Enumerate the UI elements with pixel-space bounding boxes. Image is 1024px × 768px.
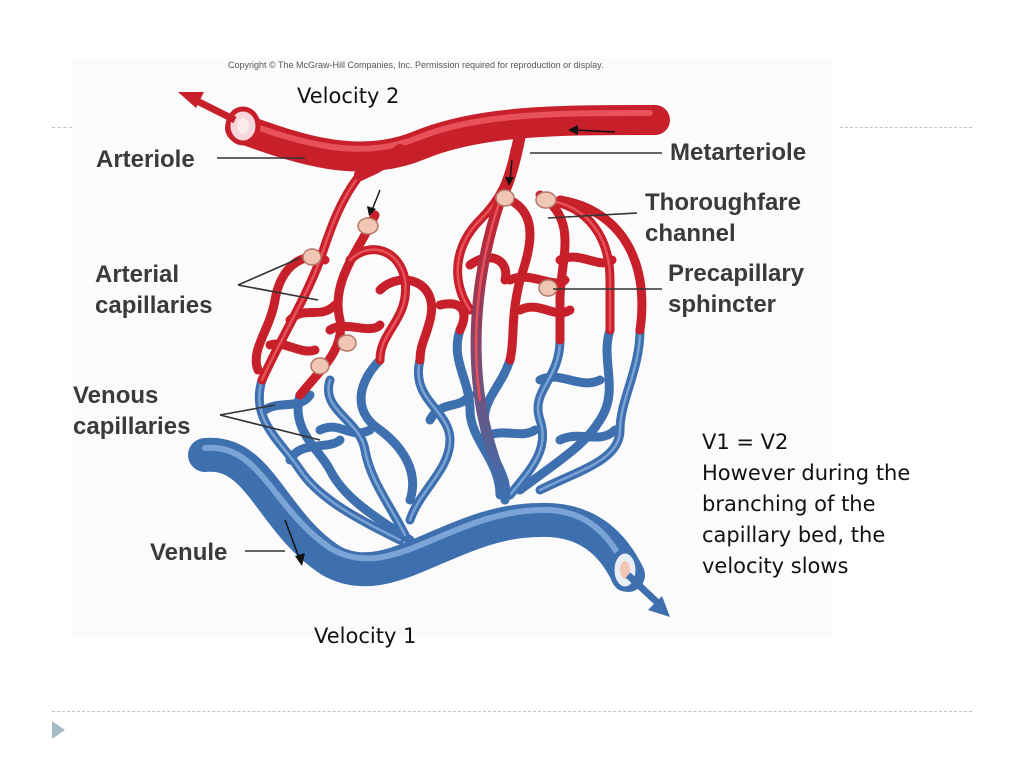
label-leader-lines	[217, 152, 662, 552]
sphincter-3	[337, 334, 357, 352]
outflow-arrow-icon	[648, 596, 670, 617]
slide-rule-top-left	[52, 127, 72, 128]
arteriole-flow-arrow-icon	[568, 125, 578, 135]
label-thoroughfare-1: Thoroughfare	[645, 189, 801, 216]
note-line-4: capillary bed, the	[702, 523, 886, 547]
venule-flow-arrow-icon	[295, 553, 305, 566]
label-arterial-2: capillaries	[95, 292, 212, 319]
label-metarteriole: Metarteriole	[670, 139, 806, 166]
velocity-2-label: Velocity 2	[297, 84, 400, 108]
sphincter-1	[357, 217, 379, 235]
velocity-note: V1 = V2 However during the branching of …	[702, 427, 910, 582]
note-line-3: branching of the	[702, 492, 876, 516]
diagram-labels: Arteriole Metarteriole Thoroughfare chan…	[73, 139, 806, 566]
venule-vessel	[188, 437, 670, 617]
label-venous-2: capillaries	[73, 413, 190, 440]
slide-rule-top-right	[840, 127, 972, 128]
slide-bullet-icon	[52, 721, 65, 739]
label-precapillary-2: sphincter	[668, 291, 776, 318]
copyright-text: Copyright © The McGraw-Hill Companies, I…	[228, 60, 603, 70]
precapillary-sphincters	[302, 189, 558, 375]
sphincter-6	[535, 191, 557, 209]
note-line-1: V1 = V2	[702, 430, 789, 454]
label-arteriole: Arteriole	[96, 146, 195, 173]
arteriole-vessel	[178, 92, 670, 172]
label-thoroughfare-2: channel	[645, 220, 736, 247]
label-arterial-1: Arterial	[95, 261, 179, 288]
label-precapillary-1: Precapillary	[668, 260, 805, 287]
label-venous-1: Venous	[73, 382, 158, 409]
thoroughfare-channel	[470, 194, 511, 501]
note-line-2: However during the	[702, 461, 911, 485]
metarteriole-flow-arrow-icon	[505, 177, 514, 186]
outflow-arrow-icon-top	[178, 92, 204, 108]
slide-rule-bottom	[52, 711, 972, 712]
sphincter-4	[310, 357, 330, 375]
label-venule: Venule	[150, 539, 227, 566]
velocity-1-label: Velocity 1	[314, 624, 417, 648]
sphincter-7	[538, 279, 558, 297]
sphincter-5	[495, 189, 515, 207]
note-line-5: velocity slows	[702, 554, 849, 578]
sphincter-2	[302, 248, 322, 266]
